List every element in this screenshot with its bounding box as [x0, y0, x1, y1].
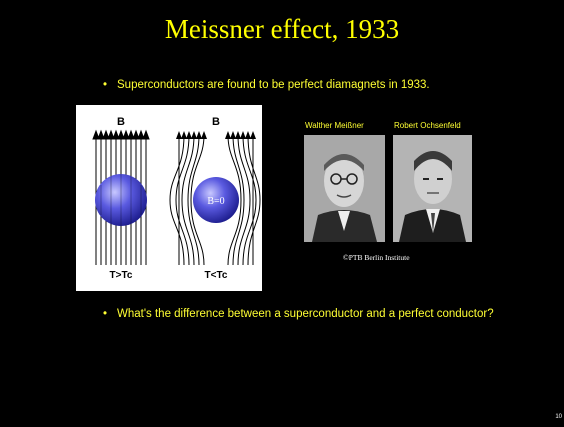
meissner-portrait [304, 135, 385, 242]
bullet-2-text: What's the difference between a supercon… [117, 308, 494, 320]
photo-credit: ©PTB Berlin Institute [343, 253, 410, 262]
bullet-2: • What's the difference between a superc… [117, 307, 497, 321]
right-b-label: B [212, 116, 220, 128]
meissner-figure: B B B=0 T>Tc T<Tc [76, 105, 262, 291]
left-temp-label: T>Tc [110, 270, 133, 281]
slide-title: Meissner effect, 1933 [0, 14, 564, 45]
b-zero-label: B=0 [207, 196, 224, 207]
bullet-1: • Superconductors are found to be perfec… [117, 78, 537, 92]
left-b-label: B [117, 116, 125, 128]
ochsenfeld-name-label: Robert Ochsenfeld [394, 121, 461, 130]
meissner-name-label: Walther Meißner [305, 121, 364, 130]
bullet-1-text: Superconductors are found to be perfect … [117, 79, 430, 91]
field-lines-diagram: B B B=0 T>Tc T<Tc [76, 105, 262, 291]
bullet-marker: • [103, 307, 107, 321]
page-number: 10 [555, 414, 562, 420]
ochsenfeld-portrait [393, 135, 472, 242]
right-temp-label: T<Tc [205, 270, 228, 281]
bullet-marker: • [103, 78, 107, 92]
